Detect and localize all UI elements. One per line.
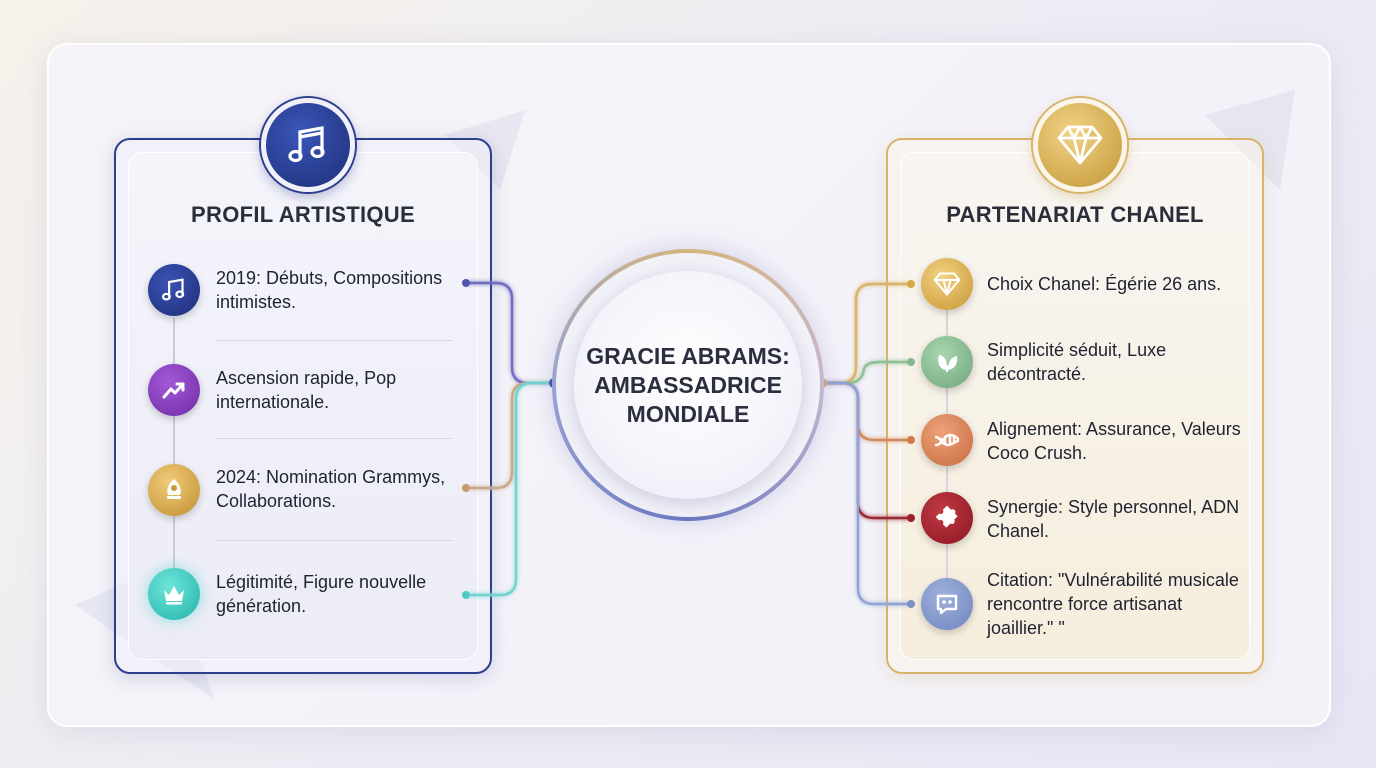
center-title: GRACIE ABRAMS: AMBASSADRICE MONDIALE: [586, 342, 790, 427]
divider: [216, 540, 452, 541]
list-item: Synergie: Style personnel, ADN Chanel.: [987, 497, 1240, 541]
crown-icon: [148, 568, 200, 620]
diamond-icon: [921, 258, 973, 310]
list-item: Citation: "Vulnérabilité musicale rencon…: [987, 570, 1239, 638]
center-node: GRACIE ABRAMS: AMBASSADRICE MONDIALE: [574, 271, 802, 499]
music-note-icon: [261, 98, 355, 192]
list-item: Choix Chanel: Égérie 26 ans.: [987, 274, 1222, 294]
profile-panel-title: PROFIL ARTISTIQUE: [191, 202, 415, 227]
leaf-icon: [921, 336, 973, 388]
divider: [216, 438, 452, 439]
chanel-panel-title: PARTENARIAT CHANEL: [946, 202, 1204, 227]
timeline-line: [173, 318, 175, 582]
dna-icon: [921, 414, 973, 466]
list-item: Ascension rapide, Pop internationale.: [216, 368, 397, 412]
trending-up-icon: [148, 364, 200, 416]
list-item: 2019: Débuts, Compositions intimistes.: [216, 268, 443, 312]
diamond-icon: [1033, 98, 1127, 192]
list-item: Alignement: Assurance, Valeurs Coco Crus…: [987, 419, 1241, 463]
quote-bubble-icon: [921, 578, 973, 630]
chanel-panel-inner: [900, 152, 1250, 660]
puzzle-icon: [921, 492, 973, 544]
gramophone-icon: [148, 464, 200, 516]
list-item: Simplicité séduit, Luxe décontracté.: [987, 340, 1167, 384]
divider: [216, 340, 452, 341]
list-item: 2024: Nomination Grammys, Collaborations…: [216, 467, 446, 511]
music-note-icon: [148, 264, 200, 316]
list-item: Légitimité, Figure nouvelle génération.: [216, 572, 427, 616]
